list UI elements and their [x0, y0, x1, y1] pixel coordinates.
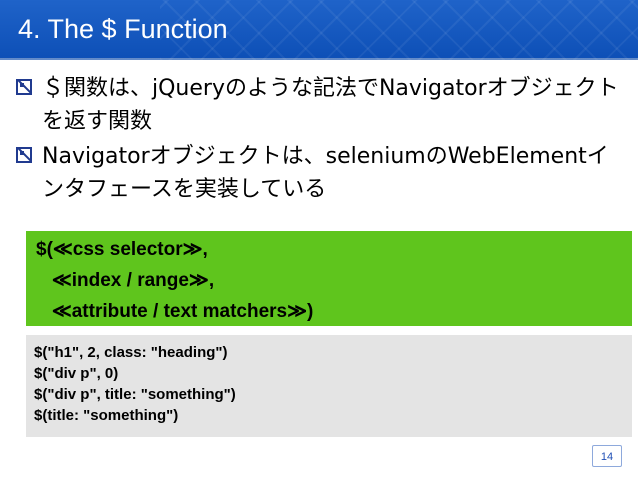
examples-code-box: $("h1", 2, class: "heading") $("div p", …	[26, 335, 632, 437]
signature-line-1: $(≪css selector≫,	[36, 239, 208, 260]
example-line-3: $("div p", title: "something")	[34, 386, 236, 403]
bullet-item-1: ＄関数は、jQueryのような記法でNavigatorオブジェクトを返す関数	[14, 72, 629, 138]
signature-line-3: ≪attribute / text matchers≫)	[36, 301, 314, 322]
example-line-1: $("h1", 2, class: "heading")	[34, 344, 228, 361]
title-bar: 4. The $ Function	[0, 0, 638, 60]
slide-title: 4. The $ Function	[18, 14, 228, 44]
bullet-text-1: ＄関数は、jQueryのような記法でNavigatorオブジェクトを返す関数	[42, 76, 619, 134]
example-line-4: $(title: "something")	[34, 407, 179, 424]
checkbox-bullet-icon	[16, 79, 32, 95]
example-line-2: $("div p", 0)	[34, 365, 119, 382]
bullet-item-2: Navigatorオブジェクトは、seleniumのWebElementインタフ…	[14, 140, 629, 206]
signature-line-2: ≪index / range≫,	[36, 270, 215, 291]
signature-code-box: $(≪css selector≫, ≪index / range≫, ≪attr…	[26, 231, 632, 326]
checkbox-bullet-icon	[16, 147, 32, 163]
bullet-list: ＄関数は、jQueryのような記法でNavigatorオブジェクトを返す関数 N…	[14, 72, 629, 208]
page-number: 14	[592, 445, 622, 467]
bullet-text-2: Navigatorオブジェクトは、seleniumのWebElementインタフ…	[42, 144, 609, 202]
